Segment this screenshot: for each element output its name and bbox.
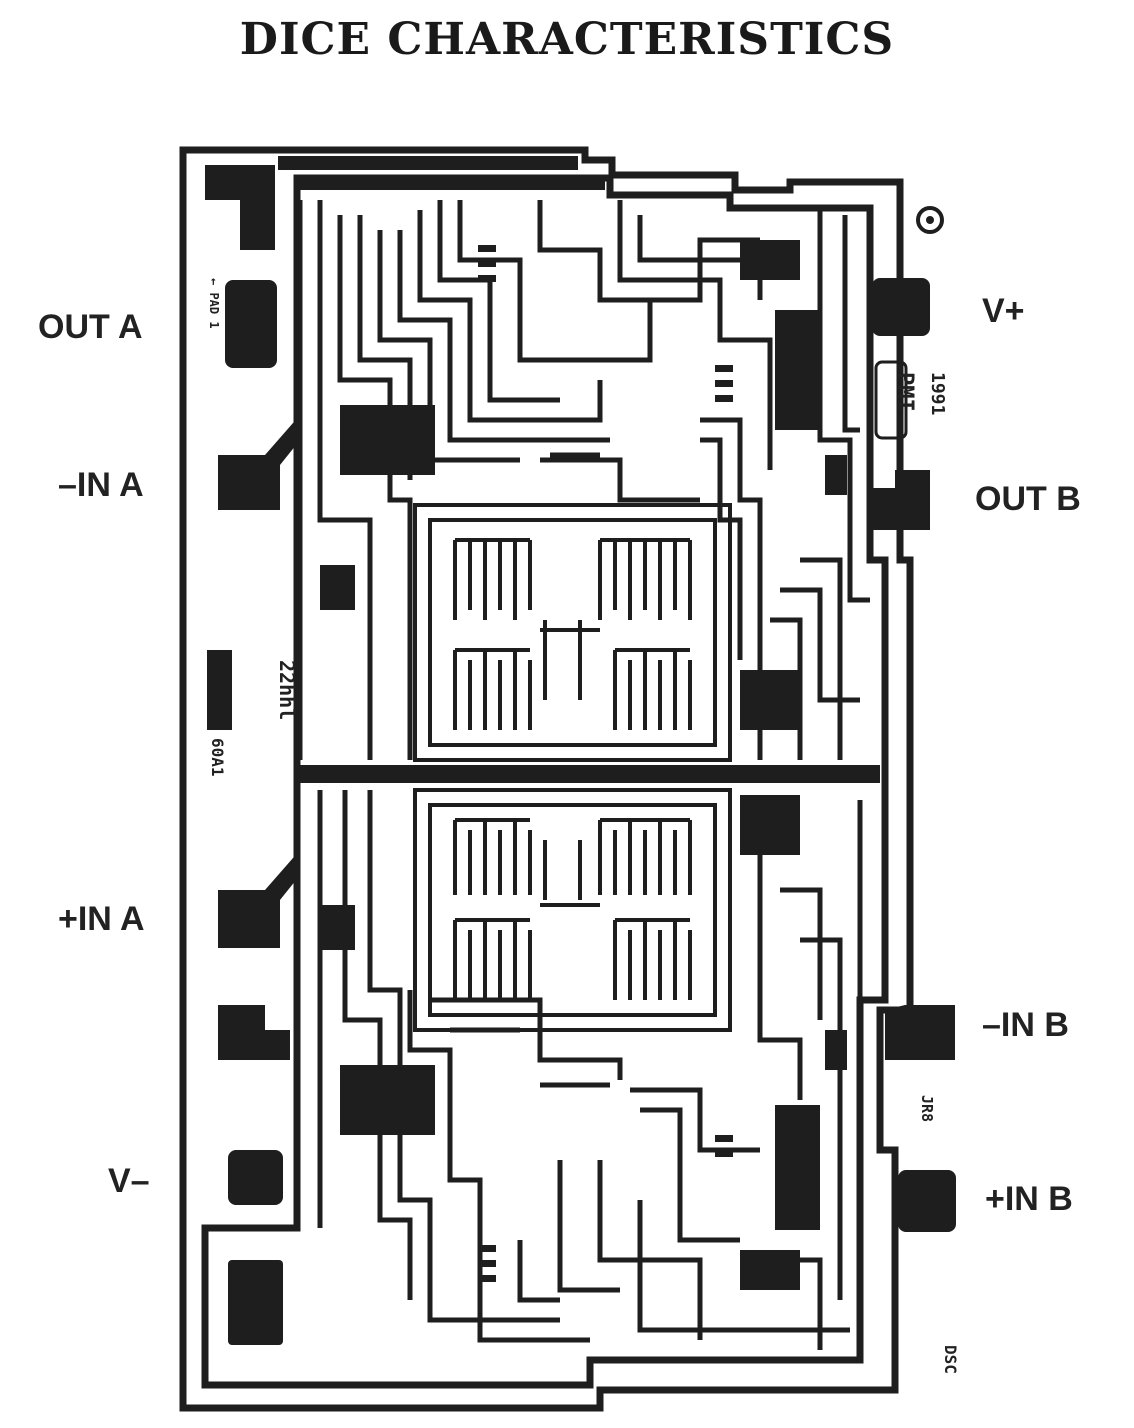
page-title: DICE CHARACTERISTICS bbox=[239, 14, 895, 65]
label-v-minus: V– bbox=[108, 1162, 150, 1200]
midline-bus bbox=[300, 765, 880, 783]
pad-left-lower bbox=[218, 1005, 290, 1060]
top-bus-bar bbox=[278, 156, 578, 170]
block-12 bbox=[825, 1030, 847, 1070]
comb-top-left bbox=[478, 245, 496, 282]
block-6 bbox=[740, 1250, 800, 1290]
block-11 bbox=[825, 455, 847, 495]
label-out-a: OUT A bbox=[38, 308, 143, 346]
inner-ring bbox=[201, 174, 889, 1389]
right-code-marking: JR8 bbox=[918, 1095, 936, 1122]
label-in-minus-a: –IN A bbox=[58, 466, 144, 504]
label-in-plus-a: +IN A bbox=[58, 900, 145, 938]
pmi-logo-box bbox=[874, 360, 908, 440]
pmi-logo-text: PMI bbox=[892, 372, 917, 412]
pad-one-marker: ← PAD 1 bbox=[207, 278, 221, 329]
comb-bottom-right bbox=[715, 1135, 733, 1157]
comb-bottom-left bbox=[478, 1245, 496, 1282]
pad-in-minus-a bbox=[218, 415, 300, 510]
block-3 bbox=[775, 310, 820, 430]
pad-bottom-left bbox=[228, 1260, 283, 1345]
label-in-minus-b: –IN B bbox=[982, 1006, 1069, 1044]
block-8 bbox=[740, 795, 800, 855]
pad-out-b bbox=[868, 470, 930, 530]
pad-in-plus-a bbox=[218, 850, 300, 948]
block-9 bbox=[320, 565, 355, 610]
year-marking: 1991 bbox=[927, 372, 948, 415]
label-in-plus-b: +IN B bbox=[985, 1180, 1073, 1218]
circle-logo bbox=[916, 206, 944, 234]
top-bus-bar-2 bbox=[300, 180, 605, 190]
traces-upper bbox=[297, 200, 870, 760]
pad-v-minus bbox=[228, 1150, 283, 1205]
pad-top-left bbox=[205, 165, 275, 250]
pad-in-minus-b bbox=[885, 1005, 955, 1060]
pad-out-a bbox=[225, 280, 277, 368]
bottom-code-marking: DSC bbox=[941, 1345, 960, 1374]
transistor-array-lower bbox=[413, 788, 732, 1032]
block-7 bbox=[740, 670, 800, 730]
pad-left-mid bbox=[207, 650, 232, 730]
transistor-array-upper bbox=[413, 503, 732, 762]
pad-in-plus-b bbox=[898, 1170, 956, 1232]
block-2 bbox=[340, 1065, 435, 1135]
die-outline bbox=[179, 146, 914, 1412]
comb-top-right bbox=[715, 365, 733, 402]
label-out-b: OUT B bbox=[975, 480, 1081, 518]
part-number-marking: 22hhl bbox=[275, 660, 299, 720]
pad-v-plus bbox=[872, 278, 930, 336]
block-10 bbox=[320, 905, 355, 950]
block-4 bbox=[775, 1105, 820, 1230]
left-code-marking: 60A1 bbox=[208, 738, 227, 777]
label-v-plus: V+ bbox=[982, 292, 1025, 330]
